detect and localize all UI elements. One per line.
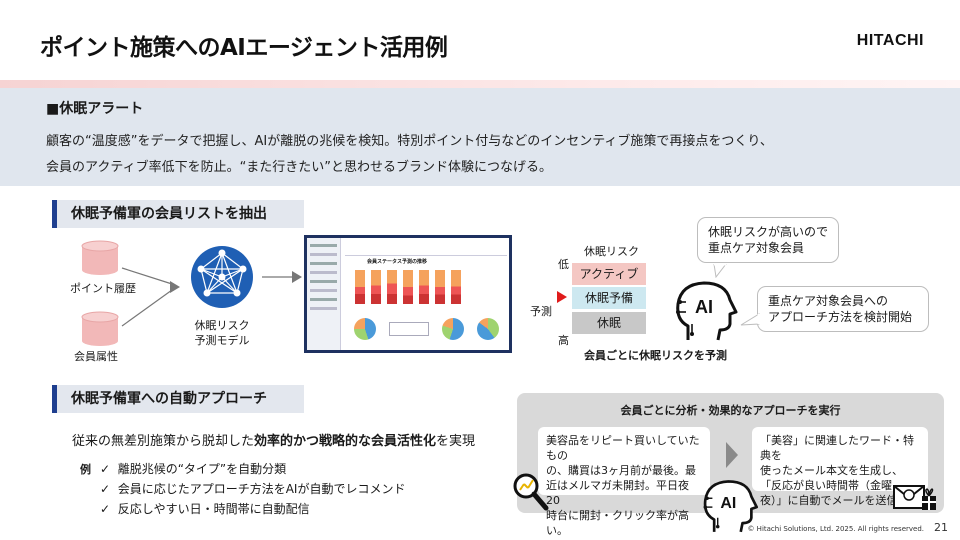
- action-line3: 「反応が良い時間帯（金曜: [760, 479, 892, 492]
- speech-bubble-top: 休眠リスクが高いので 重点ケア対象会員: [698, 218, 838, 262]
- ai-text: AI: [720, 495, 736, 512]
- dashboard-thumbnail: 会員ステータス予測の推移: [304, 235, 512, 353]
- alert-line-2: 会員のアクティブ率低下を防止。“また行きたい”と思わせるブランド体験につなげる。: [46, 160, 553, 175]
- check-icon: ✓: [100, 482, 111, 496]
- analysis-line1: 美容品をリピート買いしていたもの: [546, 434, 700, 462]
- check-icon: ✓: [100, 462, 111, 476]
- source-member-attributes: 会員属性: [74, 350, 118, 363]
- check-text-3: 反応しやすい日・時間帯に自動配信: [117, 502, 310, 516]
- speech-bubble-mid: 重点ケア対象会員への アプローチ方法を検討開始: [758, 287, 928, 331]
- risk-level-active: アクティブ: [572, 263, 646, 285]
- page-number: 21: [934, 521, 948, 534]
- header-accent-bar: [0, 80, 960, 88]
- bubble-mid-line1: 重点ケア対象会員への: [768, 294, 889, 308]
- model-label: 休眠リスク 予測モデル: [190, 318, 254, 348]
- bubble-top-line1: 休眠リスクが高いので: [708, 225, 829, 239]
- model-label-line1: 休眠リスク: [194, 319, 250, 332]
- bubble-mid-line2: アプローチ方法を検討開始: [768, 310, 913, 324]
- source-point-history: ポイント履歴: [70, 282, 136, 295]
- page-title: ポイント施策へのAIエージェント活用例: [40, 35, 448, 61]
- risk-high-label: 高: [558, 334, 569, 347]
- check-icon: ✓: [100, 502, 111, 516]
- lead-bold: 効率的かつ戦略的な会員活性化: [254, 434, 437, 449]
- check-text-2: 会員に応じたアプローチ方法をAIが自動でレコメンド: [117, 482, 406, 496]
- dashboard-kpi-strip: [345, 240, 507, 256]
- database-icon: [81, 240, 119, 275]
- lead-text: 従来の無差別施策から脱却した効率的かつ戦略的な会員活性化を実現: [72, 430, 475, 449]
- bubble-top-line2: 重点ケア対象会員: [708, 241, 805, 255]
- brand-logo: HITACHI: [856, 32, 924, 49]
- dashboard-bar-chart: [347, 266, 505, 304]
- bubble-tail: [740, 313, 760, 326]
- analysis-line4: 時台に開封・クリック率が高い。: [546, 509, 689, 537]
- magnifier-analysis-icon: [513, 473, 549, 511]
- risk-caption: 会員ごとに休眠リスクを予測: [584, 349, 727, 362]
- section2-heading: 休眠予備軍への自動アプローチ: [52, 385, 304, 413]
- neural-network-icon: [191, 246, 253, 308]
- check-item-2: ✓ 会員に応じたアプローチ方法をAIが自動でレコメンド: [100, 480, 405, 497]
- ai-text: AI: [695, 297, 713, 317]
- lead-tail: を実現: [436, 434, 476, 449]
- arrow-right-icon: [262, 271, 302, 283]
- alert-band: [0, 88, 960, 186]
- database-icon: [81, 311, 119, 346]
- example-label: 例: [80, 463, 91, 476]
- action-line2: 使ったメール本文を生成し、: [760, 464, 903, 477]
- ai-head-icon: AI: [703, 480, 759, 533]
- analysis-line3: 近はメルマガ未開封。平日夜20: [546, 479, 689, 507]
- section1-heading: 休眠予備軍の会員リストを抽出: [52, 200, 304, 228]
- bubble-tail: [713, 264, 727, 278]
- risk-low-label: 低: [558, 258, 569, 271]
- predict-pointer-icon: [557, 291, 567, 303]
- ai-head-icon: AI: [676, 281, 738, 341]
- risk-level-reserve: 休眠予備: [572, 287, 646, 309]
- flow-arrows: [121, 267, 180, 327]
- analysis-line2: の、購買は3ヶ月前が最後。最: [546, 464, 696, 477]
- action-card: 「美容」に関連したワード・特典を 使ったメール本文を生成し、 「反応が良い時間帯…: [752, 427, 928, 507]
- action-line1: 「美容」に関連したワード・特典を: [760, 434, 914, 462]
- risk-level-dormant: 休眠: [572, 312, 646, 334]
- check-item-1: ✓ 離脱兆候の“タイプ”を自動分類: [100, 460, 286, 477]
- copyright: © Hitachi Solutions, Ltd. 2025. All righ…: [747, 525, 924, 533]
- risk-header: 休眠リスク: [584, 245, 639, 258]
- dashboard-filter-pane: [307, 238, 341, 350]
- alert-line-1: 顧客の“温度感”をデータで把握し、AIが離脱の兆候を検知。特別ポイント付与などの…: [46, 134, 773, 149]
- check-item-3: ✓ 反応しやすい日・時間帯に自動配信: [100, 500, 310, 517]
- alert-title: ■休眠アラート: [46, 101, 144, 117]
- chevron-right-icon: [726, 442, 738, 468]
- action-line4: 夜）」に自動でメールを送信: [760, 494, 898, 507]
- mail-gift-icon: [893, 485, 936, 510]
- dashboard-pie-row: [347, 312, 505, 346]
- model-label-line2: 予測モデル: [194, 334, 250, 347]
- check-text-1: 離脱兆候の“タイプ”を自動分類: [117, 462, 287, 476]
- predict-label: 予測: [530, 305, 552, 318]
- analysis-card: 美容品をリピート買いしていたもの の、購買は3ヶ月前が最後。最 近はメルマガ未開…: [538, 427, 710, 537]
- approach-title: 会員ごとに分析・効果的なアプローチを実行: [620, 404, 841, 417]
- dashboard-chart-title: 会員ステータス予測の推移: [367, 259, 428, 265]
- lead-plain: 従来の無差別施策から脱却した: [72, 434, 255, 449]
